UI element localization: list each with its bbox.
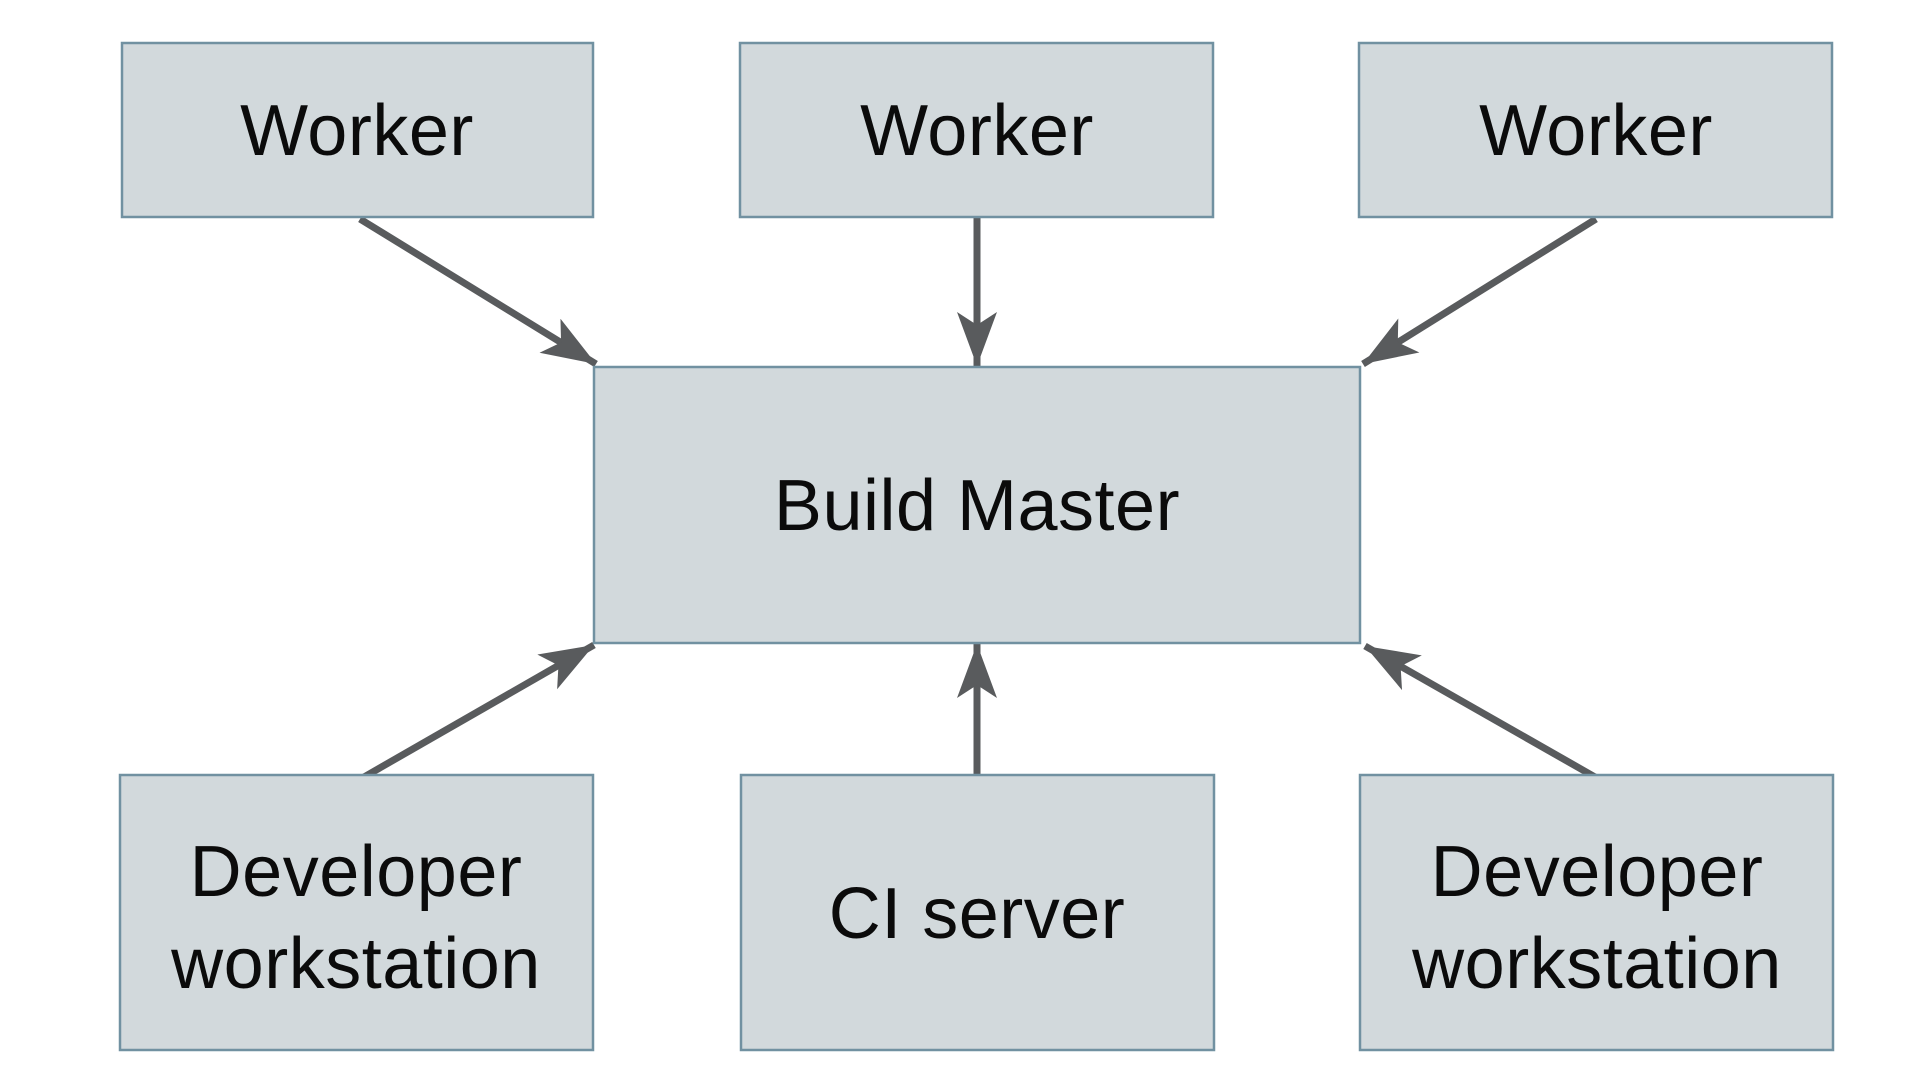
- edge-dev-workstation-right-to-build-master: [1363, 642, 1597, 781]
- node-worker-3-label: Worker: [1479, 91, 1713, 171]
- node-dev-workstation-left-label-line1: Developer: [190, 832, 523, 912]
- node-ci-server-label: CI server: [829, 874, 1126, 954]
- node-worker-2-label: Worker: [860, 91, 1094, 171]
- node-dev-workstation-left-label-line2: workstation: [170, 924, 541, 1004]
- node-ci-server: [739, 773, 1216, 1052]
- node-build-master: [592, 365, 1362, 645]
- edge-worker-3-to-build-master: [1361, 216, 1598, 367]
- node-dev-workstation-right: [1358, 773, 1835, 1052]
- edge-dev-workstation-left-to-build-master: [362, 641, 596, 781]
- node-build-master-label: Build Master: [774, 466, 1180, 546]
- node-worker-1: [120, 41, 595, 219]
- node-worker-2: [738, 41, 1215, 219]
- edge-worker-1-to-build-master: [358, 216, 598, 367]
- node-worker-3: [1357, 41, 1834, 219]
- node-dev-workstation-right-label-line1: Developer: [1431, 832, 1764, 912]
- node-dev-workstation-right-label-line2: workstation: [1411, 924, 1782, 1004]
- node-dev-workstation-left: [118, 773, 595, 1052]
- node-worker-1-label: Worker: [240, 91, 474, 171]
